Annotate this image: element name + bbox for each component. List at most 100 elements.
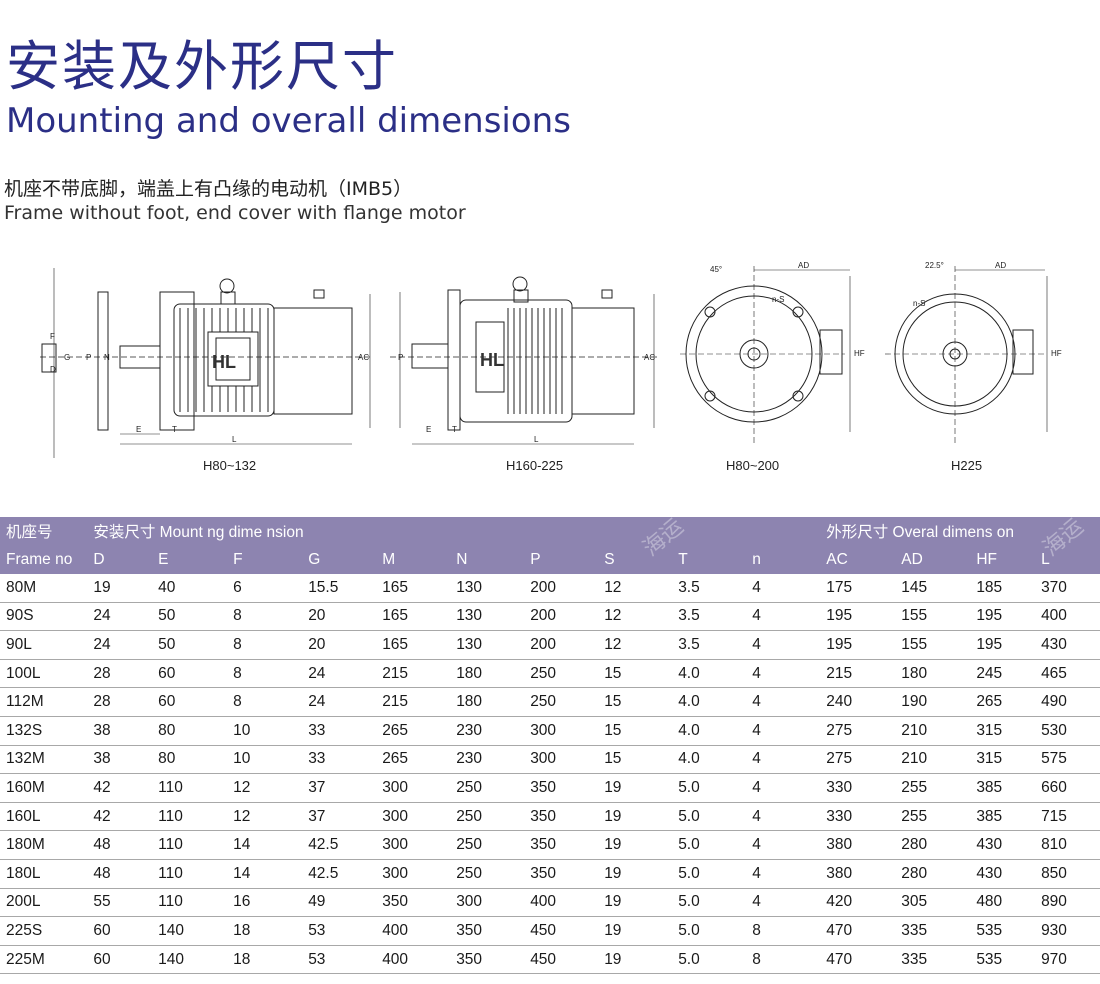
table-cell: 265 [376,716,451,746]
table-cell: 195 [970,602,1036,632]
table-cell: 215 [376,659,451,689]
table-cell: 12 [598,602,673,632]
table-cell: 250 [450,859,525,889]
table-cell: 3.5 [672,630,747,660]
table-cell: 5.0 [672,830,747,860]
table-cell: 4 [746,773,821,803]
label-ad: AD [995,261,1006,270]
table-cell: 4.0 [672,716,747,746]
table-cell: 12 [598,574,673,603]
label-p: P [86,353,91,362]
table-cell: 210 [895,716,971,746]
table-cell: 37 [302,802,377,832]
table-cell: 175 [820,574,896,603]
mounting-dimension-cell: 安装尺寸 Mount ng dime nsion [87,517,747,545]
frame-no-cell: 180M [0,830,88,860]
table-cell: 3.5 [672,574,747,603]
table-cell: 130 [450,602,525,632]
table-cell: 305 [895,888,971,918]
table-cell: 350 [524,802,599,832]
table-cell: 4 [746,859,821,889]
table-cell: 280 [895,859,971,889]
table-cell: 5.0 [672,802,747,832]
table-cell: 300 [376,859,451,889]
table-cell: 535 [970,916,1036,946]
table-cell: 230 [450,745,525,775]
table-cell: 155 [895,630,971,660]
col-header: T [672,545,747,574]
table-cell: 130 [450,574,525,603]
table-cell: 230 [450,716,525,746]
frame-group-cell: 机座号 [0,517,88,545]
table-cell: 350 [524,859,599,889]
table-cell: 315 [970,745,1036,775]
label-hf: HF [854,349,865,358]
col-header: AC [820,545,896,574]
table-cell: 330 [820,802,896,832]
table-cell: 38 [87,745,153,775]
table-cell: 200 [524,630,599,660]
page-title-en: Mounting and overall dimensions [6,101,571,141]
table-cell: 450 [524,945,599,975]
label-ac: AC [644,353,655,362]
motor-type-cn: 机座不带底脚，端盖上有凸缘的电动机（IMB5） [4,178,413,200]
table-cell: 18 [227,916,303,946]
table-cell: 5.0 [672,859,747,889]
table-cell: 850 [1035,859,1100,889]
table-cell: 255 [895,773,971,803]
table-cell: 15 [598,716,673,746]
table-cell: 180 [895,659,971,689]
table-cell: 8 [227,630,303,660]
table-cell: 4 [746,830,821,860]
table-cell: 19 [598,888,673,918]
table-cell: 185 [970,574,1036,603]
table-cell: 4 [746,687,821,717]
label-n-s: n-S [772,295,784,304]
table-cell: 19 [598,830,673,860]
table-cell: 420 [820,888,896,918]
table-cell: 42 [87,802,153,832]
col-header: P [524,545,599,574]
table-cell: 300 [524,745,599,775]
frame-no-cell: 80M [0,574,88,603]
table-cell: 18 [227,945,303,975]
dimension-drawings: F D G P N E T L AC HL H80~132 P E T [0,248,1100,478]
table-cell: 4 [746,574,821,603]
table-cell: 380 [820,859,896,889]
label-ac: AC [358,353,369,362]
table-cell: 165 [376,630,451,660]
table-cell: 37 [302,773,377,803]
frame-no-cell: 112M [0,687,88,717]
table-cell: 245 [970,659,1036,689]
label-n-s: n-S [913,299,925,308]
table-cell: 350 [524,830,599,860]
table-cell: 890 [1035,888,1100,918]
col-header: HF [970,545,1036,574]
table-cell: 430 [970,830,1036,860]
table-cell: 19 [598,945,673,975]
caption-h160-225: H160-225 [506,458,564,473]
frame-no-cell: 132M [0,745,88,775]
table-cell: 470 [820,945,896,975]
table-cell: 275 [820,716,896,746]
col-header: S [598,545,673,574]
table-cell: 4.0 [672,745,747,775]
table-cell: 470 [820,916,896,946]
table-cell: 250 [450,830,525,860]
table-cell: 28 [87,687,153,717]
table-cell: 12 [598,630,673,660]
side-view-drawing-small: F D G P N E T L AC HL [40,268,371,458]
col-header: D [87,545,153,574]
table-cell: 195 [820,630,896,660]
hl-logo: HL [480,350,504,370]
frame-no-cell: 200L [0,888,88,918]
frame-no-cell: 225M [0,945,88,975]
table-cell: 240 [820,687,896,717]
table-cell: 140 [152,945,228,975]
table-cell: 350 [450,945,525,975]
